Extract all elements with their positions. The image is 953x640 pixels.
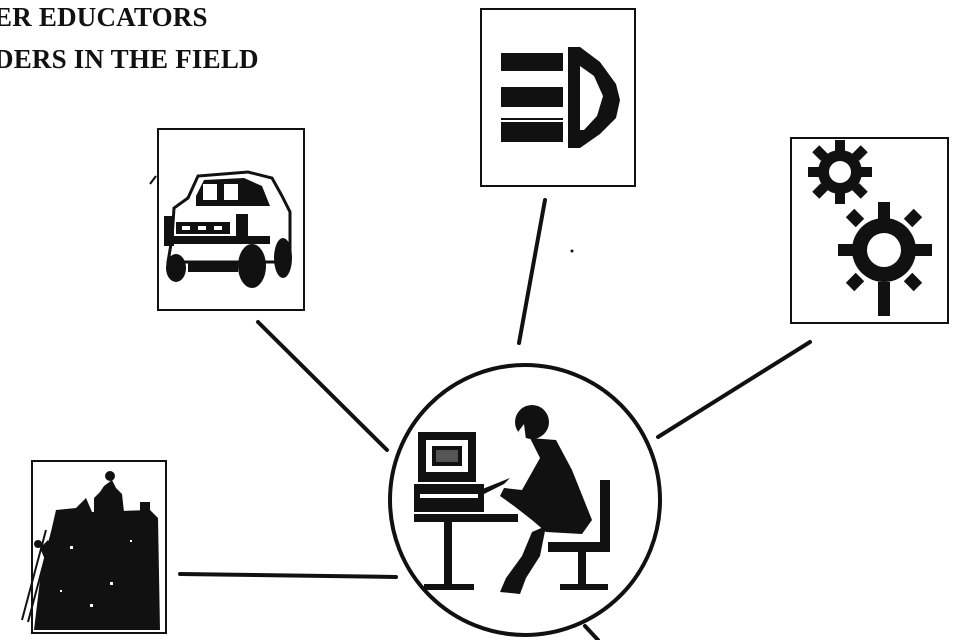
car-icon (149, 128, 305, 311)
worker-climbing-building-icon (21, 460, 167, 634)
connector-car (256, 320, 389, 452)
connector-climber (178, 572, 398, 579)
title-line-1: ER EDUCATORS (0, 2, 208, 32)
connector-gears (656, 340, 812, 439)
speck (570, 249, 574, 253)
title-line-2: DERS IN THE FIELD (0, 44, 259, 74)
connector-ed (517, 198, 547, 345)
person-at-computer-icon (388, 363, 662, 637)
connector-bottom (583, 624, 600, 640)
ed-logo-icon (480, 8, 636, 187)
gears-icon (790, 137, 949, 324)
